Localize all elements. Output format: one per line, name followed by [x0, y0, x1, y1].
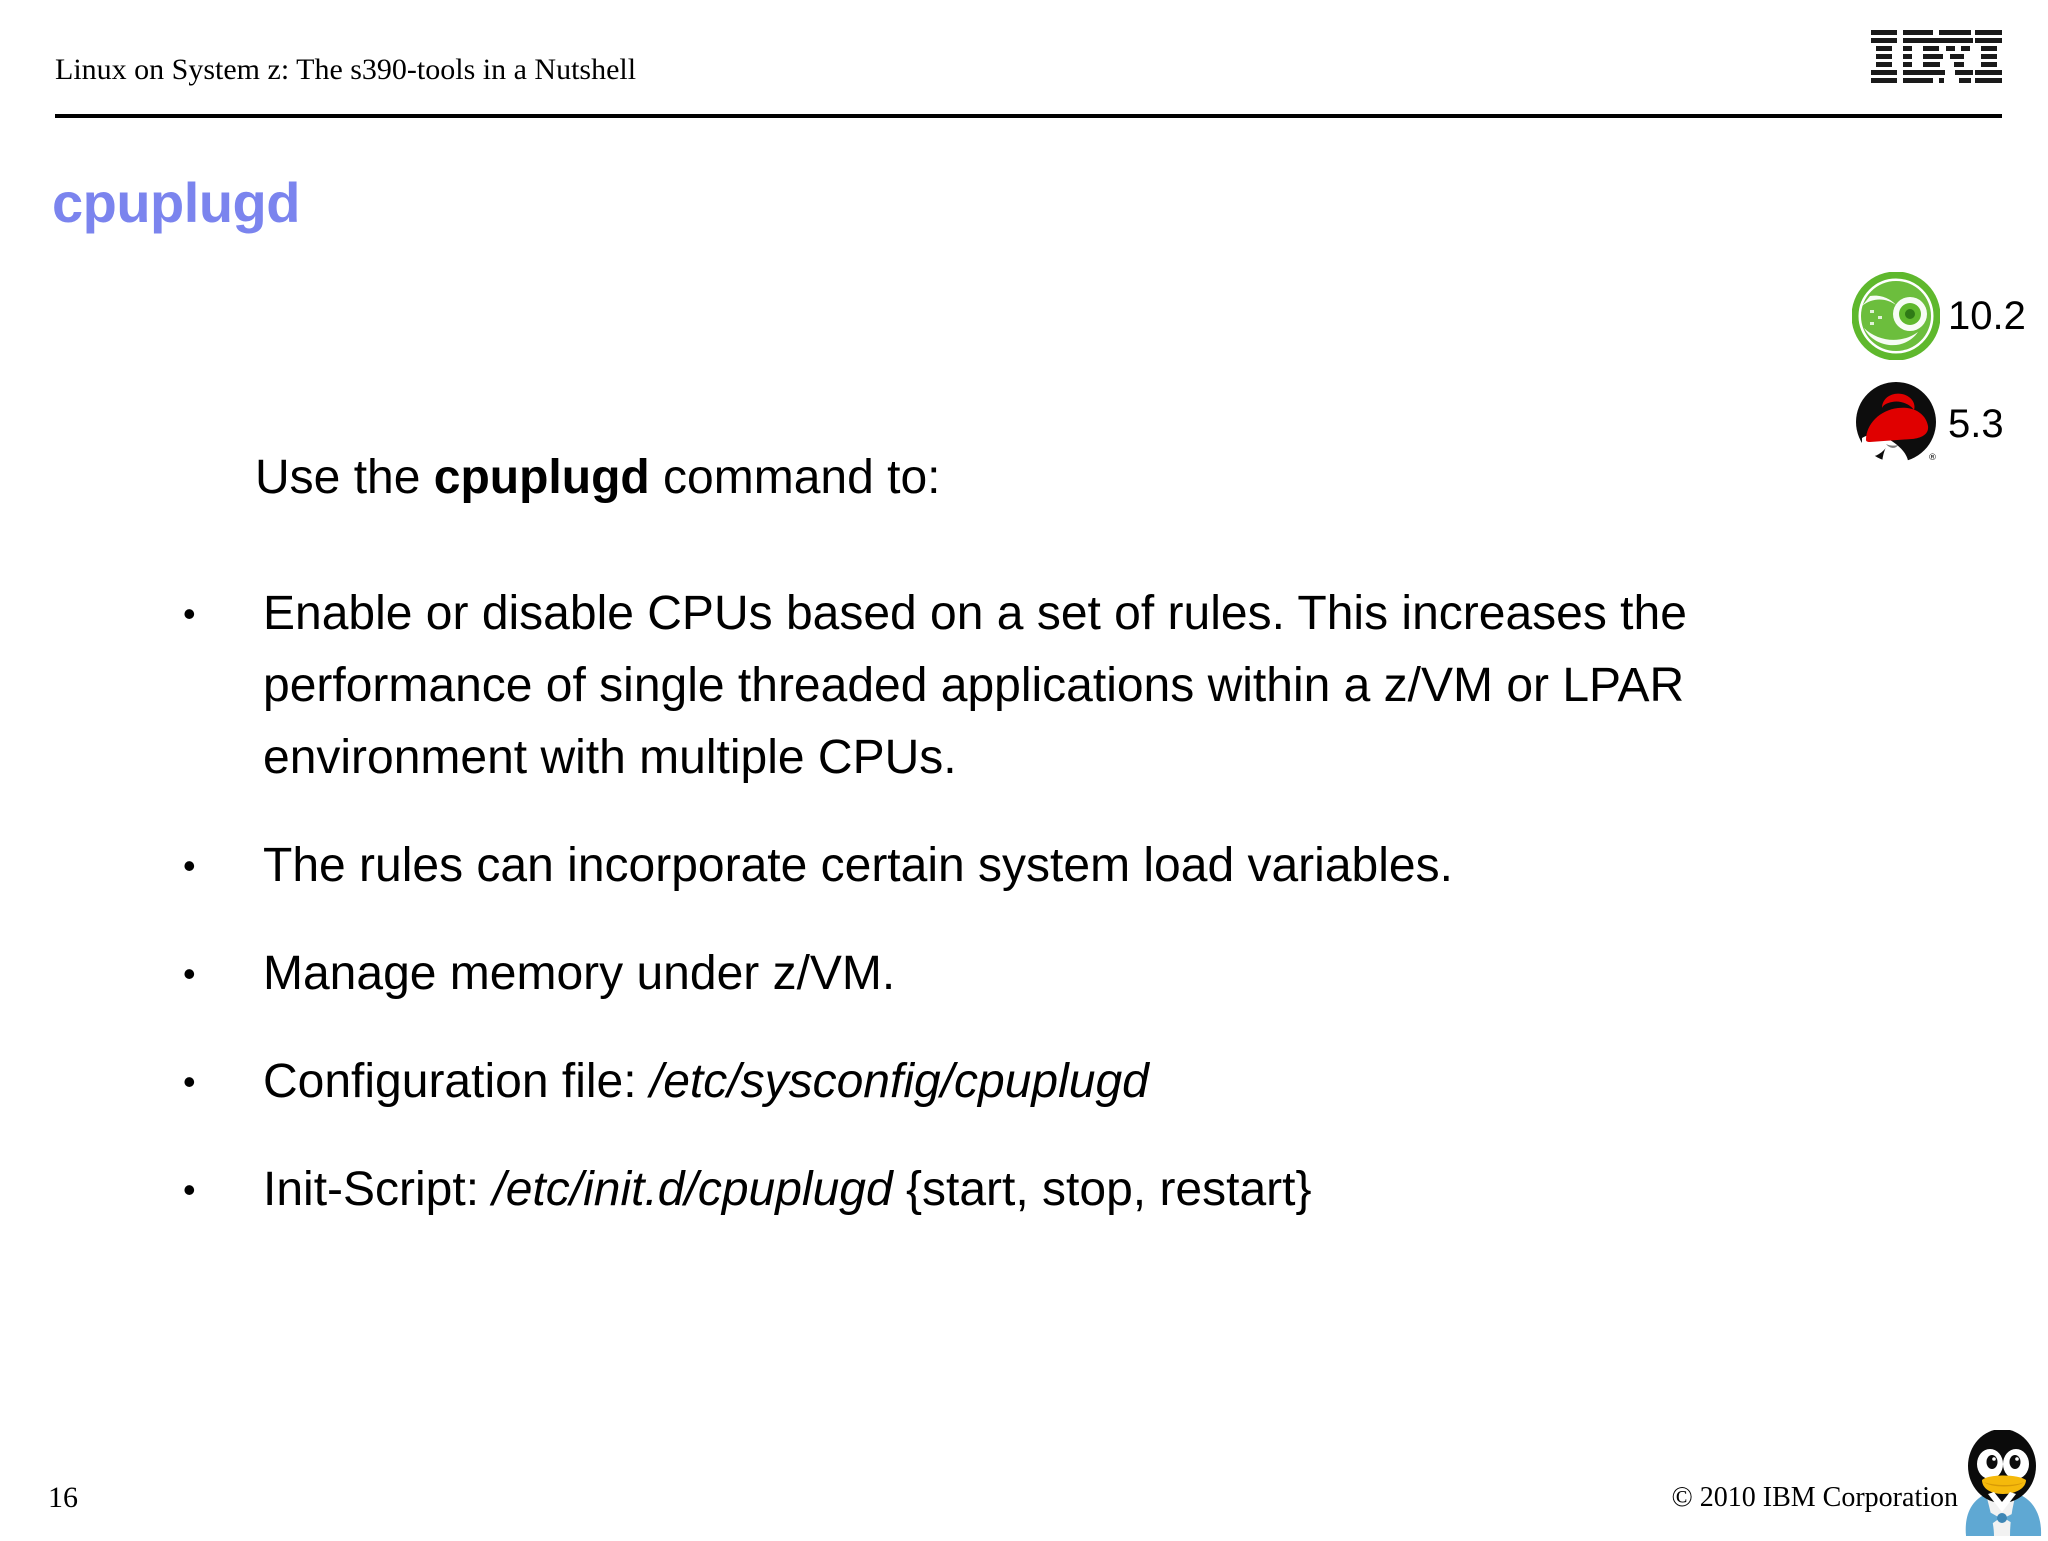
- distro-badge-suse: 10.2: [1851, 271, 2026, 361]
- bullet-text-prefix: Configuration file:: [263, 1055, 650, 1108]
- distro-badge-redhat: ® 5.3: [1852, 380, 2004, 468]
- copyright-notice: © 2010 IBM Corporation: [1671, 1482, 1958, 1513]
- distro-version-redhat: 5.3: [1948, 402, 2004, 446]
- ibm-logo-icon: [1871, 30, 2002, 86]
- bullet-list: • Enable or disable CPUs based on a set …: [175, 578, 1875, 1262]
- bullet-marker-icon: •: [183, 593, 196, 634]
- slide-header: Linux on System z: The s390-tools in a N…: [0, 0, 2048, 120]
- bullet-marker-icon: •: [183, 953, 196, 994]
- body-intro-line: Use the cpuplugd command to:: [255, 450, 941, 505]
- list-item: • Manage memory under z/VM.: [175, 938, 1875, 1010]
- bullet-text: Configuration file: /etc/sysconfig/cpupl…: [263, 1046, 1875, 1118]
- bullet-marker-icon: •: [183, 845, 196, 886]
- tux-penguin-icon: [1948, 1429, 2048, 1536]
- intro-prefix: Use the: [255, 451, 434, 504]
- intro-suffix: command to:: [649, 451, 941, 504]
- bullet-marker-icon: •: [183, 1169, 196, 1210]
- bullet-text-prefix: Init-Script:: [263, 1163, 493, 1216]
- distro-version-suse: 10.2: [1948, 294, 2026, 338]
- intro-command: cpuplugd: [433, 451, 650, 504]
- list-item: • Init-Script: /etc/init.d/cpuplugd {sta…: [175, 1154, 1875, 1226]
- list-item: • Configuration file: /etc/sysconfig/cpu…: [175, 1046, 1875, 1118]
- list-item: • Enable or disable CPUs based on a set …: [175, 578, 1875, 794]
- bullet-text: Enable or disable CPUs based on a set of…: [263, 587, 1687, 784]
- bullet-text: Manage memory under z/VM.: [263, 947, 896, 1000]
- page-title: cpuplugd: [52, 171, 300, 234]
- init-script-path: /etc/init.d/cpuplugd: [492, 1163, 893, 1216]
- svg-text:®: ®: [1928, 453, 1937, 463]
- bullet-text: The rules can incorporate certain system…: [263, 839, 1453, 892]
- bullet-text: Init-Script: /etc/init.d/cpuplugd {start…: [263, 1154, 1875, 1226]
- page-number: 16: [48, 1481, 78, 1514]
- bullet-marker-icon: •: [183, 1061, 196, 1102]
- config-file-path: /etc/sysconfig/cpuplugd: [649, 1055, 1149, 1108]
- list-item: • The rules can incorporate certain syst…: [175, 830, 1875, 902]
- header-divider: [55, 114, 2002, 118]
- redhat-shadowman-icon: ®: [1852, 380, 1940, 468]
- bullet-text-suffix: {start, stop, restart}: [892, 1163, 1312, 1216]
- suse-chameleon-icon: [1851, 271, 1941, 361]
- header-title: Linux on System z: The s390-tools in a N…: [55, 53, 637, 86]
